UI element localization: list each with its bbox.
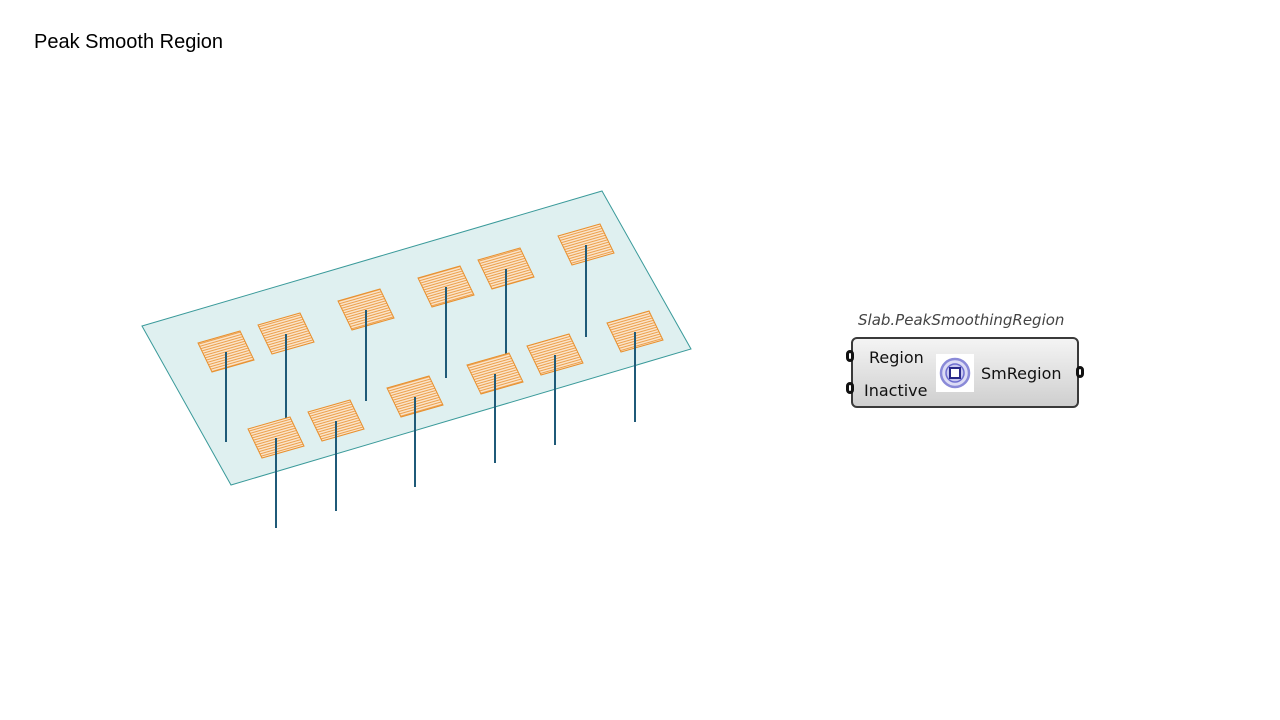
output-grip-smregion[interactable] [1076, 366, 1084, 378]
smoothing-region-patch [526, 333, 584, 376]
output-smregion[interactable]: SmRegion [981, 364, 1062, 383]
smoothing-region-icon [936, 354, 974, 392]
smoothing-region-patch [466, 352, 524, 395]
smoothing-region-patch [606, 310, 664, 353]
input-inactive[interactable]: Inactive [864, 381, 928, 400]
smoothing-region-patch [417, 265, 475, 308]
smoothing-region-patch [337, 288, 395, 331]
input-grip-region[interactable] [846, 350, 854, 362]
smoothing-region-patch [386, 375, 444, 418]
slab-surface [141, 190, 692, 486]
smoothing-region-patch [247, 416, 305, 459]
peak-smoothing-region-component[interactable]: Region Inactive SmRegion [846, 337, 1084, 408]
smoothing-region-patch [477, 247, 535, 290]
smoothing-region-patch [257, 312, 315, 355]
slide-title: Peak Smooth Region [34, 31, 224, 53]
input-region[interactable]: Region [869, 348, 924, 367]
smoothing-region-patch [557, 223, 615, 266]
input-grip-inactive[interactable] [846, 382, 854, 394]
component-title: Slab.PeakSmoothingRegion [858, 311, 1065, 329]
smoothing-region-patch [307, 399, 365, 442]
smoothing-region-patch [197, 330, 255, 373]
